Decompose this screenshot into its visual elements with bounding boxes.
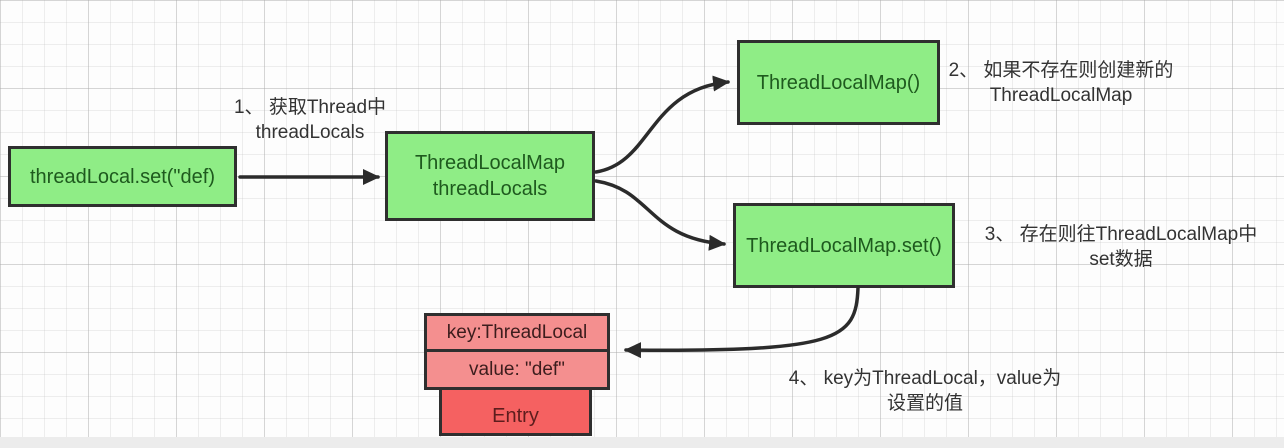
annotation-step2: 2、 如果不存在则创建新的 ThreadLocalMap [930,58,1192,108]
node-label: value: "def" [469,358,565,380]
annotation-step4: 4、 key为ThreadLocal，value为 设置的值 [760,366,1090,416]
node-entry-value: value: "def" [424,349,610,390]
annotation-step1: 1、 获取Thread中 threadLocals [205,95,415,145]
node-label: Entry [492,404,539,427]
annotation-line1: 1、 获取Thread中 [233,97,387,118]
node-label: key:ThreadLocal [446,321,588,343]
annotation-line2: 设置的值 [886,393,963,414]
node-threadlocalmap-set: ThreadLocalMap.set() [733,203,955,288]
node-label: threadLocal.set("def) [30,165,215,188]
annotation-line1: 2、 如果不存在则创建新的 [948,60,1174,81]
annotation-line1: 3、 存在则往ThreadLocalMap中 [984,224,1258,245]
arrow-mapset-to-entry [624,286,860,359]
node-threadlocal-set-call: threadLocal.set("def) [8,146,237,207]
node-threadlocalmap-constructor: ThreadLocalMap() [737,40,940,125]
annotation-line1: 4、 key为ThreadLocal，value为 [788,368,1062,389]
bottom-gray-strip [0,437,1284,448]
annotation-step3: 3、 存在则往ThreadLocalMap中 set数据 [958,222,1284,272]
annotation-line2: threadLocals [255,122,365,143]
annotation-line2: set数据 [1089,249,1153,270]
node-entry-key: key:ThreadLocal [424,313,610,352]
node-label-line2: threadLocals [432,178,548,200]
node-threadlocalmap-threadlocals: ThreadLocalMap threadLocals [385,131,595,221]
arrow-threadlocals-to-mapset [594,179,726,251]
node-entry: Entry [439,387,592,436]
node-label-line1: ThreadLocalMap [414,152,566,174]
node-label: ThreadLocalMap() [756,71,921,94]
arrow-threadlocals-to-constructor [594,75,730,174]
annotation-line2: ThreadLocalMap [989,85,1133,106]
node-label: ThreadLocalMap.set() [746,234,942,257]
